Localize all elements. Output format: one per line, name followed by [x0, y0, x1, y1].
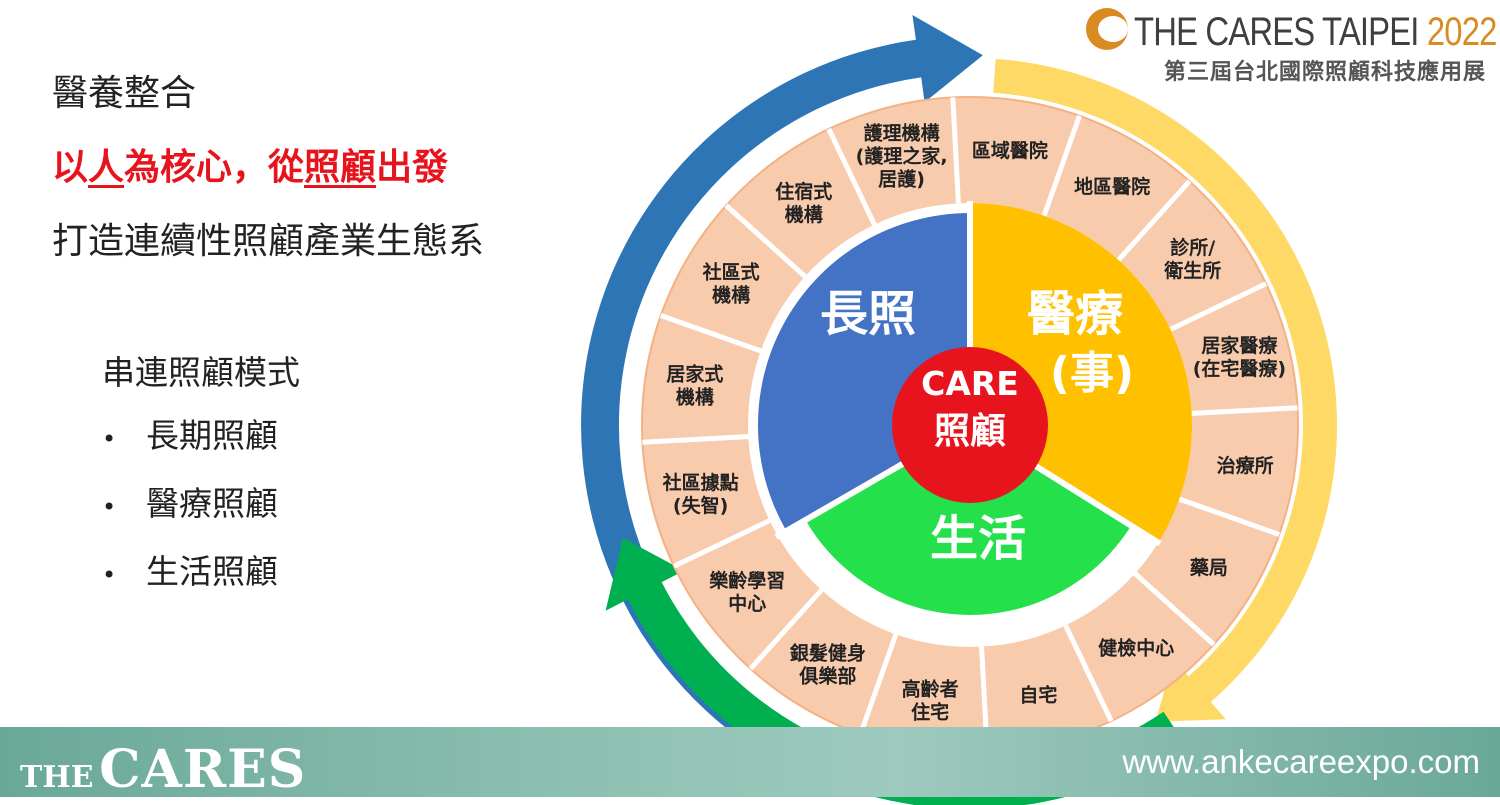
expo-logo: THE CARES TAIPEI 2022 第三屆台北國際照顧科技應用展	[1086, 6, 1497, 85]
ring-divider	[1116, 179, 1192, 262]
ring-segment-label: 樂齡學習中心	[709, 569, 785, 615]
bullet-icon: •	[102, 561, 117, 589]
ring-segment-label: 社區式機構	[702, 260, 760, 306]
logo-title: THE CARES TAIPEI 2022	[1134, 10, 1497, 54]
medical-sublabel: (事)	[1050, 348, 1134, 399]
logo-swirl-icon	[1086, 8, 1128, 50]
ring-segment-label: 區域醫院	[972, 139, 1048, 162]
footer-url: www.ankecareexpo.com	[1122, 743, 1480, 780]
ring-divider	[1133, 571, 1216, 647]
ring-divider	[724, 203, 807, 279]
footer-banner: THE CARES www.ankecareexpo.com	[0, 727, 1500, 800]
ring-divider	[1041, 114, 1082, 217]
ring-segment-label: 治療所	[1217, 454, 1274, 477]
life-label: 生活	[930, 511, 1026, 567]
list-item: •長期照顧	[102, 414, 278, 482]
list-item: •醫療照顧	[102, 482, 278, 550]
logo-subtitle: 第三屆台北國際照顧科技應用展	[1163, 60, 1486, 85]
care-modes-list: •長期照顧 •醫療照顧 •生活照顧	[102, 414, 278, 618]
logo-year: 2022	[1426, 10, 1498, 54]
blue-cycle-arrow	[581, 15, 983, 755]
ring-segment-label: 地區醫院	[1074, 175, 1150, 198]
ring-divider	[1191, 405, 1298, 416]
ring-segment-label: 銀髮健身俱樂部	[790, 641, 866, 687]
ring-divider	[1169, 281, 1268, 332]
care-center-circle	[892, 347, 1048, 503]
ring-segment-label: 居家醫療(在宅醫療)	[1193, 334, 1286, 380]
ring-segment-label: 居家式機構	[666, 363, 723, 409]
ring-segment-label: 藥局	[1189, 557, 1228, 579]
footer-brand: THE CARES	[20, 739, 307, 800]
center-label-zhaogu: 照顧	[934, 411, 1006, 452]
ring-divider	[826, 127, 877, 226]
center-label-care: CARE	[921, 364, 1019, 403]
life-sector	[805, 425, 1132, 615]
ring-divider	[1063, 624, 1114, 723]
ring-segment-label: 自宅	[1019, 683, 1057, 706]
tagline: 以人為核心，從照顧出發	[52, 147, 449, 188]
care-modes-title: 串連照顧模式	[102, 353, 300, 392]
ring-divider	[858, 633, 899, 736]
page-heading: 醫養整合	[52, 73, 197, 114]
ring-segment-label: 診所/衛生所	[1163, 236, 1221, 282]
ring-divider	[1178, 496, 1281, 537]
ring-divider	[659, 313, 762, 354]
ring-segment-label: 健檢中心	[1098, 637, 1174, 660]
care-ecosystem-wheel: CARE 照顧 長照 醫療 (事) 生活 區域醫院地區醫院診所/衛生所居家醫療(…	[581, 15, 1338, 805]
bullet-icon: •	[102, 493, 117, 521]
ring-divider	[950, 97, 961, 204]
ring-divider	[748, 588, 824, 671]
ring-segment-label: 住宿式機構	[775, 180, 832, 226]
ring-divider	[642, 434, 749, 445]
ring-segment-label: 高齡者住宅	[902, 678, 959, 724]
ring-segment-label: 社區據點(失智)	[662, 471, 739, 517]
ring-segment-label: 護理機構(護理之家,居護)	[856, 122, 948, 191]
subheading: 打造連續性照顧產業生態系	[52, 221, 485, 262]
ring-divider	[672, 518, 771, 569]
long-term-care-label: 長照	[820, 286, 916, 342]
medical-label: 醫療	[1027, 286, 1123, 342]
bullet-icon: •	[102, 425, 117, 453]
yellow-cycle-arrow	[993, 58, 1338, 722]
list-item: •生活照顧	[102, 550, 278, 618]
